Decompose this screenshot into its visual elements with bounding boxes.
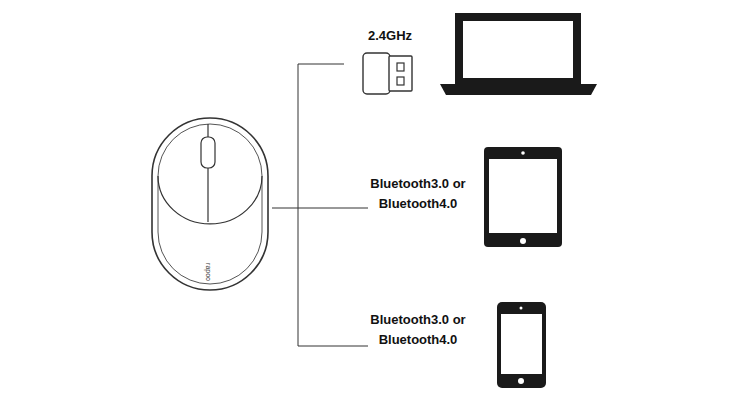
bracket-lines	[272, 64, 368, 346]
laptop	[440, 13, 597, 95]
tablet	[484, 147, 562, 247]
usb-dongle	[363, 53, 412, 94]
protocol-label: Bluetooth3.0 or Bluetooth4.0	[368, 310, 468, 350]
frequency-label: 2.4GHz	[350, 26, 430, 46]
brand-logo: rapoo	[204, 252, 212, 292]
protocol-label: Bluetooth3.0 or Bluetooth4.0	[368, 174, 468, 214]
phone	[497, 302, 546, 388]
